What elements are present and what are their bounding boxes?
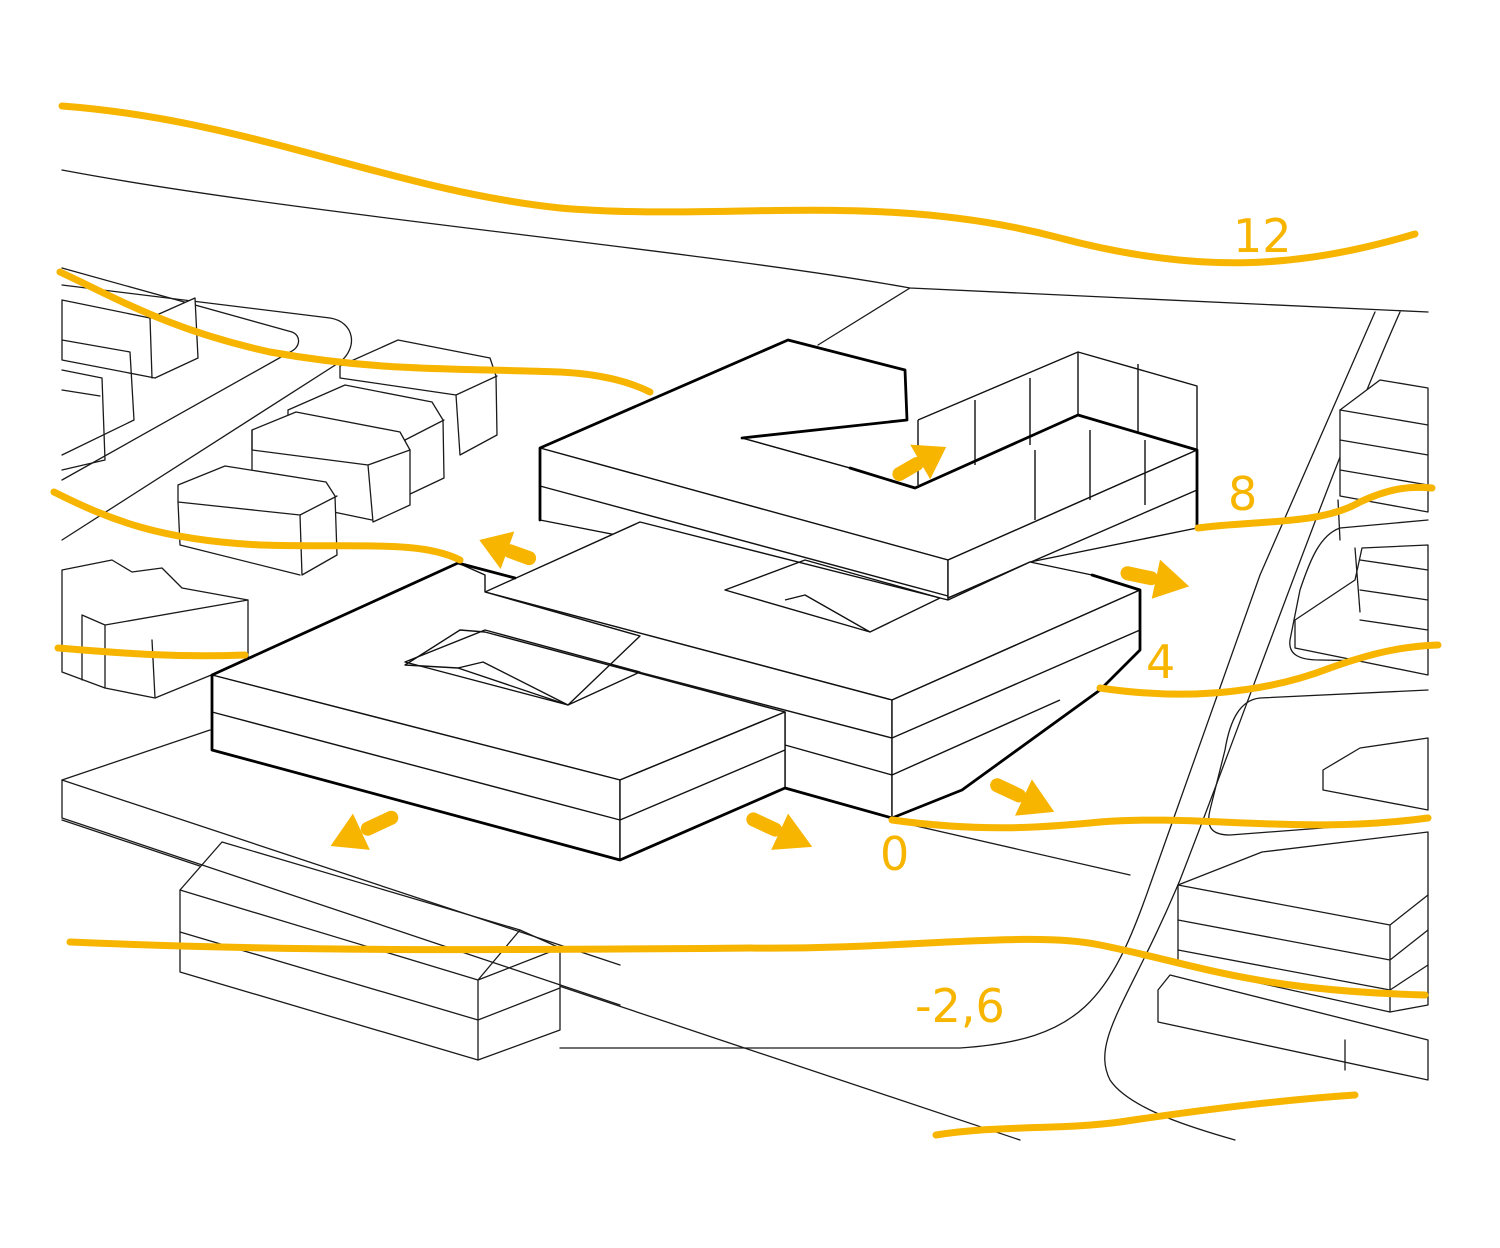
arrow-south [746, 812, 813, 850]
arrow-east [1120, 559, 1190, 599]
contour-8-left [50, 488, 464, 564]
elevation-label-4: 4 [1146, 635, 1175, 689]
site-edge-south [889, 819, 1131, 876]
arrow-west [479, 531, 537, 570]
neighbour-buildings-east [1157, 379, 1429, 1081]
arrow-southwest [330, 810, 399, 850]
site-boundary-south [61, 729, 211, 781]
east-block-a [1339, 379, 1429, 513]
east-block-c [1322, 737, 1429, 811]
lower-courtyard [404, 629, 641, 706]
road-diagonal-2 [1104, 311, 1401, 1141]
road-top-edge [61, 169, 1429, 313]
site-strip-south [61, 779, 621, 1006]
proposed-building [210, 338, 1199, 862]
road-right-loop [1208, 689, 1429, 836]
building-outline [210, 338, 1199, 862]
east-block-b [1294, 544, 1429, 676]
elevation-label-8: 8 [1228, 467, 1257, 521]
middle-courtyard [724, 559, 941, 633]
arrow-north [892, 444, 947, 481]
contour-neg2-6 [66, 935, 1429, 999]
elevation-label-0: 0 [880, 827, 909, 881]
contour-lowest [932, 1091, 1359, 1139]
east-block-e [1157, 974, 1429, 1081]
contour-4 [1096, 641, 1442, 698]
arrow-southeast [990, 778, 1055, 816]
elevation-label-neg2-6: -2,6 [915, 979, 1005, 1033]
neighbour-block-e [177, 465, 338, 576]
neighbour-block-a [61, 297, 199, 379]
elevation-labels: 12 8 4 0 -2,6 [880, 209, 1292, 1033]
access-arrows [330, 444, 1190, 850]
neighbour-block-d [251, 411, 411, 523]
upper-volume-side [947, 449, 1198, 599]
site-boundary-north [817, 287, 911, 346]
contour-12 [58, 102, 1419, 267]
terrain-contours [50, 102, 1442, 1139]
elevation-label-12: 12 [1233, 209, 1292, 263]
contour-0 [888, 814, 1432, 832]
road-right-upper-loop [1289, 519, 1429, 663]
road-diagonal-1 [559, 311, 1376, 1049]
contour-10-left [56, 268, 654, 396]
contour-4-left [54, 644, 249, 660]
contour-8 [1194, 483, 1436, 532]
